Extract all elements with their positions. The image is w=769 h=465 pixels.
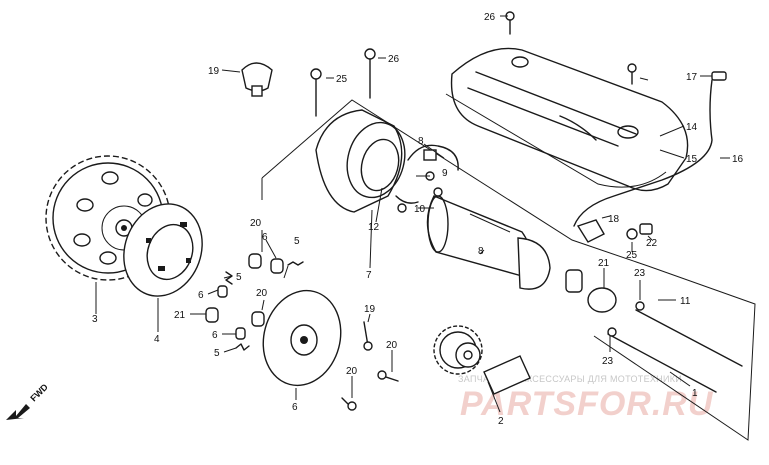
callout-20: 20	[256, 288, 268, 299]
watermark-caption: ЗАПЧАСТИ И АКСЕССУАРЫ ДЛЯ МОТОТЕХНИКИ	[458, 374, 682, 384]
callout-23: 23	[634, 268, 646, 279]
callout-3: 3	[92, 314, 98, 325]
callout-6: 6	[212, 330, 218, 341]
starter-driven-gear	[262, 289, 342, 387]
switch-cap	[241, 62, 273, 97]
callout-7: 6	[292, 402, 298, 413]
forward-direction-indicator: FWD	[6, 381, 50, 420]
callout-19: 20	[386, 340, 398, 351]
starter-cable	[573, 71, 727, 243]
callout-14: 15	[686, 154, 698, 165]
one-way-clutch-plate	[123, 203, 203, 297]
callout-8: 7	[366, 270, 372, 281]
callout-19: 20	[346, 366, 358, 377]
callout-10: 10	[414, 204, 426, 215]
bolts-25-26	[310, 11, 637, 117]
starter-cover	[445, 47, 689, 192]
callout-20: 21	[174, 310, 186, 321]
callouts: 3 4 6 7 2 11 1 12 8 9 10 8 21 23 23 25 2…	[92, 12, 744, 427]
small-fasteners	[626, 223, 653, 240]
fwd-label: FWD	[28, 381, 50, 403]
callout-18: 19	[208, 66, 220, 77]
through-bolts	[607, 301, 743, 393]
assembly-outline	[261, 99, 756, 441]
callout-26: 26	[484, 12, 496, 23]
callout-13: 14	[686, 122, 698, 133]
callout-15: 16	[732, 154, 744, 165]
callout-23: 23	[602, 356, 614, 367]
starter-housing	[315, 109, 406, 213]
watermark: ЗАПЧАСТИ И АКСЕССУАРЫ ДЛЯ МОТОТЕХНИКИ PA…	[458, 374, 714, 423]
o-ring	[587, 287, 617, 313]
callout-22: 22	[646, 238, 658, 249]
callout-8: 8	[478, 246, 484, 257]
callout-25: 26	[388, 54, 400, 65]
callout-16: 18	[608, 214, 620, 225]
callout-5: 5	[214, 348, 220, 359]
callout-6: 6	[198, 290, 204, 301]
callout-2: 2	[498, 416, 504, 427]
callout-25: 25	[336, 74, 348, 85]
callout-20: 20	[250, 218, 262, 229]
callout-12: 12	[368, 222, 380, 233]
callout-10: 9	[442, 168, 448, 179]
callout-24: 25	[626, 250, 638, 261]
bolts-19	[341, 321, 399, 411]
callout-6: 6	[262, 232, 268, 243]
watermark-brand: PARTSFOR.RU	[460, 385, 714, 423]
leader-lines	[95, 15, 730, 413]
callout-1: 1	[692, 388, 698, 399]
callout-5: 5	[236, 272, 242, 283]
callout-17: 17	[686, 72, 698, 83]
starter-motor	[426, 195, 583, 293]
callout-4: 4	[154, 334, 160, 345]
callout-21: 21	[598, 258, 610, 269]
callout-11: 11	[680, 296, 691, 307]
callout-19: 19	[364, 304, 376, 315]
callout-9: 8	[418, 136, 424, 147]
reduction-gear	[433, 325, 531, 395]
clutch-rollers	[205, 253, 304, 351]
callout-5: 5	[294, 236, 300, 247]
